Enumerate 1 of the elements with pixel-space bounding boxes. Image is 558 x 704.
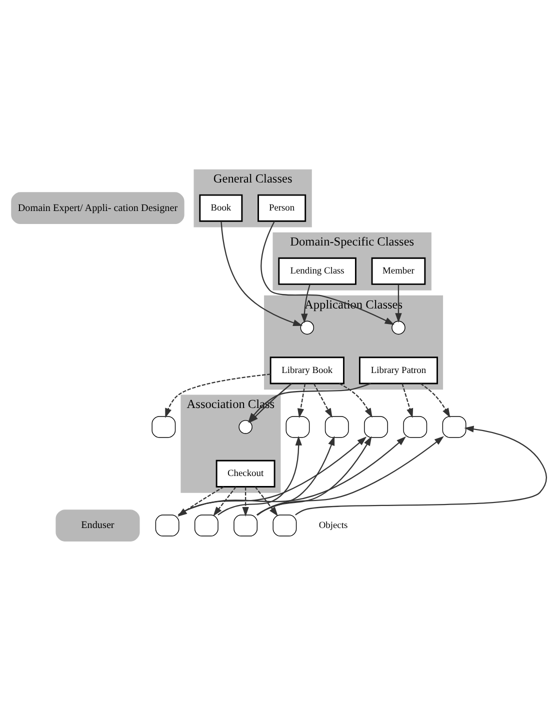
label: Objects: [318, 520, 348, 530]
